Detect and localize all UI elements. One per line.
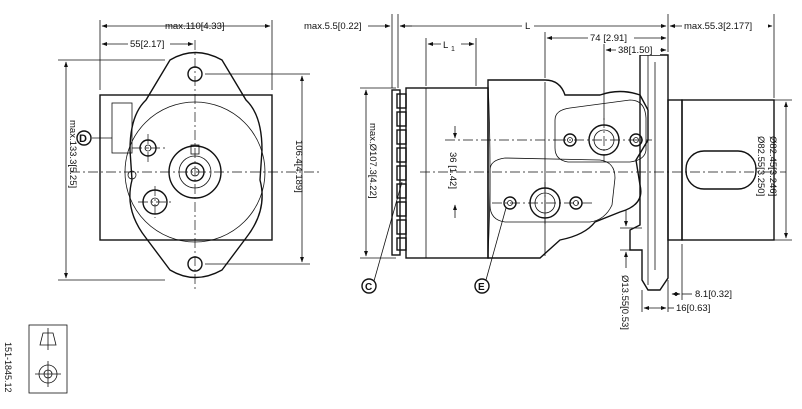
front-port-boss — [111, 102, 133, 154]
label-e: E — [478, 282, 485, 293]
label-d: D — [79, 133, 87, 145]
dim-pilot-b: Ø82.45[3.246] — [767, 136, 778, 196]
front-flange — [129, 51, 263, 279]
label-c: C — [365, 282, 372, 293]
dim-front-offset: 55[2.17] — [130, 39, 164, 50]
dim-L: L — [525, 21, 530, 32]
dim-front-max-height: max.133.3[5.25] — [67, 120, 78, 188]
side-flange — [629, 54, 669, 291]
dim-38: 38[1.50] — [618, 45, 652, 56]
projection-symbol — [28, 324, 68, 394]
dim-pilot-a: Ø82.55[3.250] — [755, 136, 766, 196]
side-gerotor — [405, 87, 489, 259]
dim-max-flange: max.5.5[0.22] — [304, 21, 362, 32]
side-shaft-key — [685, 150, 757, 190]
label-c-circle — [361, 278, 377, 294]
dim-front-max-width: max.110[4.33] — [165, 21, 225, 32]
side-port-block-lower — [489, 157, 616, 223]
front-housing — [99, 94, 273, 241]
dim-hole: Ø13.55[0.53] — [619, 275, 630, 330]
drawing-number: 151-1845.12 — [3, 342, 13, 393]
dim-16: 16[0.63] — [676, 303, 710, 314]
label-e-circle — [474, 278, 490, 294]
label-d-circle — [76, 130, 92, 146]
dim-front-height: 106.4[4.189] — [293, 140, 304, 193]
front-port-c — [127, 170, 137, 180]
dim-max-shaft: max.55.3[2.177] — [684, 21, 752, 32]
dim-8: 8.1[0.32] — [695, 289, 732, 300]
side-pilot — [667, 99, 683, 241]
dim-36: 36 [1.42] — [447, 152, 458, 189]
side-view: max.5.5[0.22] L max.55.3[2.177] L 1 74 [… — [304, 14, 792, 330]
dim-max-dia: max.Ø107.3[4.22] — [367, 123, 378, 199]
dim-74: 74 [2.91] — [590, 33, 627, 44]
side-body — [487, 79, 649, 259]
dim-L1-sub: 1 — [451, 46, 455, 53]
dim-L1: L — [443, 40, 448, 51]
side-rear-bolts — [396, 93, 407, 251]
side-rear-plate — [391, 89, 401, 256]
front-view: max.110[4.33] 55[2.17] max.133.3[5.25] D… — [58, 20, 320, 290]
